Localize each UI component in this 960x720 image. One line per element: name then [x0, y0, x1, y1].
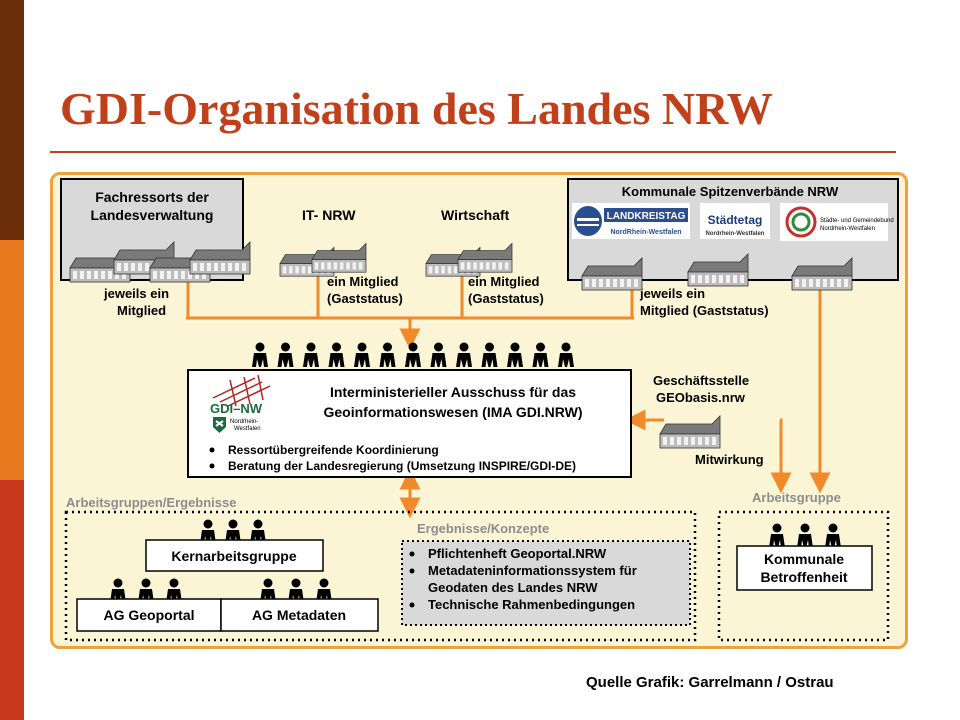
staedtetag-line2: Nordrhein-Westfalen: [706, 231, 765, 237]
person-icon: [797, 523, 813, 548]
person-icon: [507, 342, 523, 367]
building-icon: [189, 241, 251, 275]
person-icon: [354, 342, 370, 367]
geschaeftsstelle-line1: Geschäftsstelle: [653, 373, 749, 388]
arbeitsgruppe-area: [717, 510, 890, 642]
person-icon: [277, 342, 294, 367]
ag-metadaten-label: AG Metadaten: [252, 607, 346, 623]
connectors: [186, 262, 831, 519]
person-icon: [825, 523, 841, 548]
ergebnisse-box: [401, 540, 691, 626]
building-icon: [791, 257, 853, 291]
gdi-nw-line3: Westfalen: [234, 426, 261, 432]
it-member-line1: ein Mitglied: [327, 274, 399, 289]
geschaeftsstelle-line2: GEObasis.nrw: [656, 390, 746, 405]
building-icon: [311, 242, 367, 273]
kern-label: Kernarbeitsgruppe: [171, 548, 296, 564]
ag-geoportal-label: AG Geoportal: [103, 607, 194, 623]
wirtschaft-label: Wirtschaft: [441, 207, 510, 223]
landkreistag-logo: LANDKREISTAG NordRhein-Westfalen: [572, 203, 690, 239]
arbeitsgruppen-heading: Arbeitsgruppen/Ergebnisse: [66, 495, 236, 510]
person-icon: [769, 523, 785, 548]
person-icon: [558, 342, 574, 367]
stgb-logo: Städte- und Gemeindebund Nordrhein-Westf…: [780, 203, 894, 241]
ag-geoportal-box: AG Geoportal: [76, 598, 222, 632]
page-title: GDI-Organisation des Landes NRW: [60, 83, 773, 134]
person-icon: [532, 342, 549, 367]
gdi-nw-line1: GDI–NW: [210, 401, 263, 416]
person-icon: [328, 342, 345, 367]
stgb-line1: Städte- und Gemeindebund: [820, 218, 894, 224]
mitwirkung-label: Mitwirkung: [695, 452, 764, 467]
bullet-icon: [409, 551, 415, 557]
ima-line1: Interministerieller Ausschuss für das: [330, 384, 576, 400]
staedtetag-logo: Städtetag Nordrhein-Westfalen: [700, 203, 770, 239]
ima-bullet-1: Ressortübergreifende Koordinierung: [228, 443, 439, 457]
bullet-icon: [409, 602, 415, 608]
fachressorts-line1: Fachressorts der: [95, 189, 209, 205]
fach-member-line2: Mitglied: [117, 303, 166, 318]
organisation-diagram: Fachressorts der Landesverwaltung jeweil…: [60, 178, 899, 642]
stripe-red: [0, 480, 24, 720]
person-icon: [252, 342, 268, 367]
bullet-icon: [209, 463, 215, 469]
fach-member-line1: jeweils ein: [103, 286, 169, 301]
arrow-geschaeftsstelle-ag: [770, 418, 792, 494]
kommunale-title: Kommunale Spitzenverbände NRW: [622, 184, 839, 199]
bullet-icon: [409, 568, 415, 574]
stripe-dark: [0, 0, 24, 240]
person-icon: [481, 342, 498, 367]
kern-box: Kernarbeitsgruppe: [145, 539, 324, 572]
ergebnisse-heading: Ergebnisse/Konzepte: [417, 521, 549, 536]
ima-bullet-2: Beratung der Landesregierung (Umsetzung …: [228, 459, 576, 473]
source-caption: Quelle Grafik: Garrelmann / Ostrau: [586, 674, 834, 691]
kom-member-line1: jeweils ein: [639, 286, 705, 301]
wirt-member-line1: ein Mitglied: [468, 274, 540, 289]
bullet-icon: [209, 447, 215, 453]
landkreistag-line1: LANDKREISTAG: [607, 211, 686, 222]
stripe-orange: [0, 240, 24, 480]
building-icon: [687, 253, 749, 287]
person-icon: [379, 342, 396, 367]
it-nrw-label: IT- NRW: [302, 207, 356, 223]
ima-box: GDI–NW Nordrhein- Westfalen Interministe…: [187, 369, 632, 478]
betroffenheit-line1: Kommunale: [764, 551, 844, 567]
it-member-line2: (Gaststatus): [327, 291, 403, 306]
person-icon: [430, 342, 447, 367]
ergebnisse-item: Metadateninformationssystem für: [428, 563, 637, 578]
building-icon: [581, 257, 643, 291]
building-icon: [659, 415, 721, 449]
ima-line2: Geoinformationswesen (IMA GDI.NRW): [323, 404, 582, 420]
arbeitsgruppe-heading: Arbeitsgruppe: [752, 490, 841, 505]
person-icon: [303, 342, 319, 367]
wirt-member-line2: (Gaststatus): [468, 291, 544, 306]
landkreistag-line2: NordRhein-Westfalen: [610, 229, 681, 236]
gdi-nw-line2: Nordrhein-: [230, 419, 258, 425]
gdi-nw-logo: GDI–NW Nordrhein- Westfalen: [210, 374, 271, 433]
betroffenheit-line2: Betroffenheit: [760, 569, 847, 585]
stgb-line2: Nordrhein-Westfalen: [820, 226, 875, 232]
ag-metadaten-box: AG Metadaten: [220, 598, 379, 632]
ergebnisse-item: Pflichtenheft Geoportal.NRW: [428, 546, 607, 561]
person-icon: [456, 342, 472, 367]
kommunale-betroffenheit-box: Kommunale Betroffenheit: [736, 545, 873, 591]
title-divider: [50, 151, 896, 153]
buildings-group: [69, 241, 853, 449]
ergebnisse-item: Technische Rahmenbedingungen: [428, 597, 635, 612]
fachressorts-line2: Landesverwaltung: [91, 207, 214, 223]
ergebnisse-list: Pflichtenheft Geoportal.NRW Metadateninfo…: [409, 546, 637, 612]
staedtetag-line1: Städtetag: [708, 213, 763, 227]
person-icon: [405, 342, 421, 367]
building-icon: [457, 242, 513, 273]
ergebnisse-item: Geodaten des Landes NRW: [428, 580, 598, 595]
kom-member-line2: Mitglied (Gaststatus): [640, 303, 769, 318]
kommunale-box: Kommunale Spitzenverbände NRW LANDKREIST…: [567, 178, 899, 281]
